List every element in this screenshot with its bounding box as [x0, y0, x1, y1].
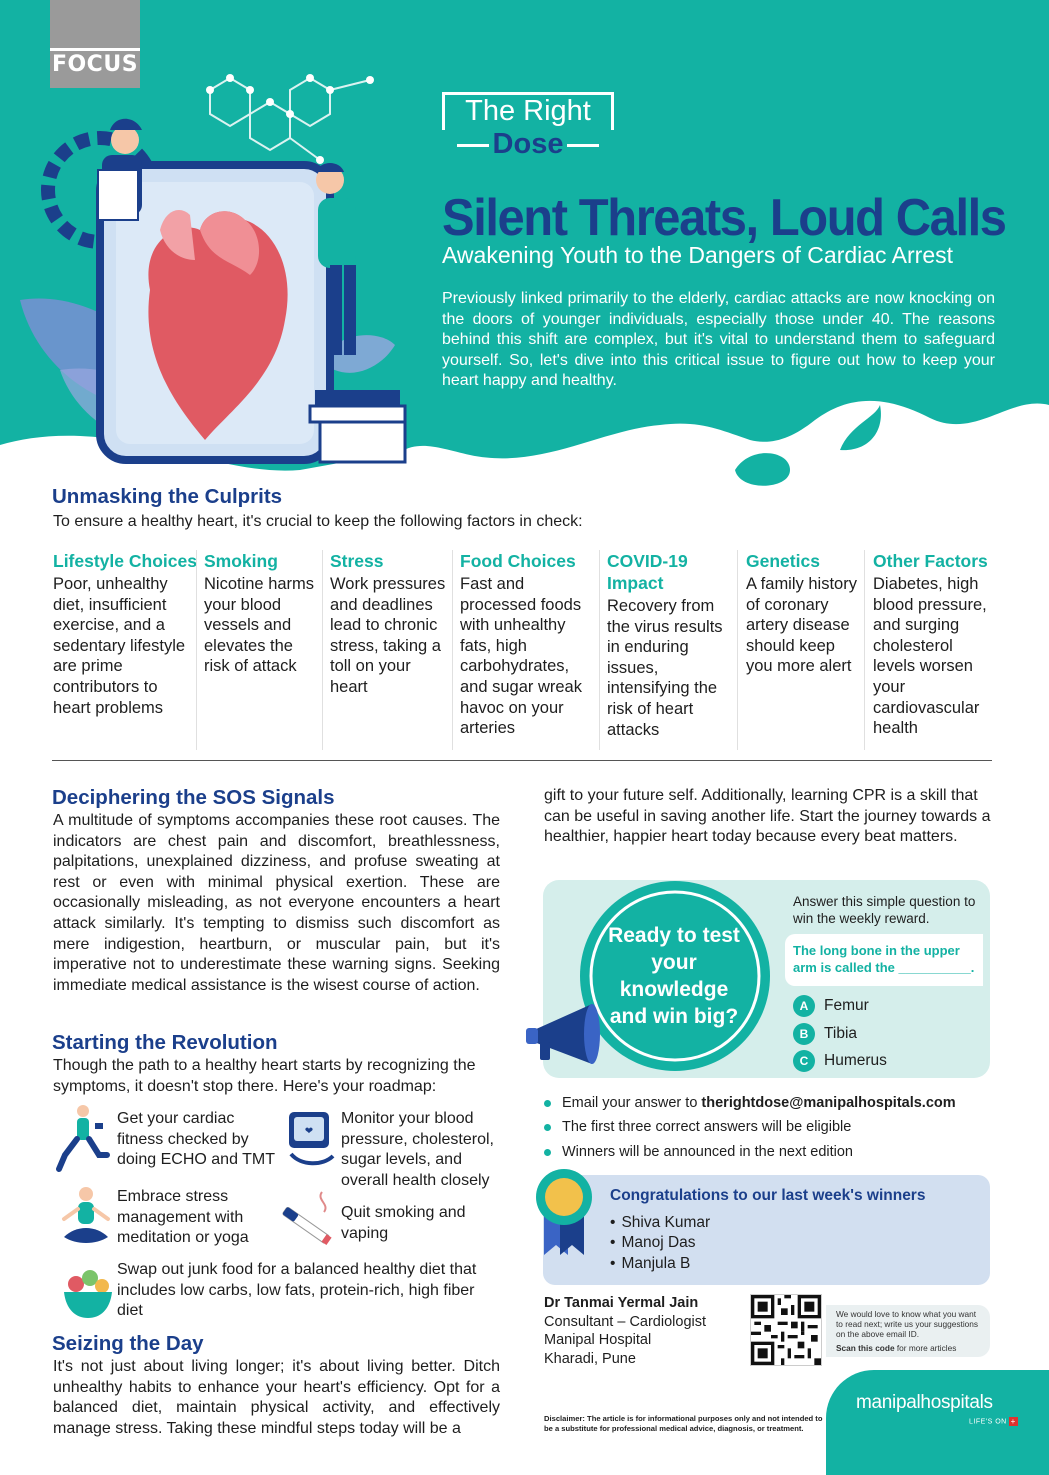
- factor-text: Nicotine harms your blood vessels and el…: [204, 575, 315, 676]
- factor-lifestyle: Lifestyle Choices Poor, unhealthy diet, …: [53, 550, 198, 750]
- culprits-title: Unmasking the Culprits: [52, 485, 283, 508]
- winner-name: Manoj Das: [610, 1234, 695, 1252]
- seize-title: Seizing the Day: [52, 1332, 204, 1355]
- svg-text:❤: ❤: [305, 1126, 313, 1137]
- option-letter: B: [793, 1023, 815, 1045]
- roadmap-item: Monitor your blood pressure, cholesterol…: [341, 1110, 494, 1189]
- revolution-title: Starting the Revolution: [52, 1031, 278, 1054]
- page-subtitle: Awakening Youth to the Dangers of Cardia…: [442, 242, 954, 268]
- factor-food: Food Choices Fast and processed foods wi…: [460, 550, 598, 750]
- author-role: Consultant – Cardiologist: [544, 1313, 707, 1330]
- culprits-lead: To ensure a healthy heart, it's crucial …: [53, 513, 583, 530]
- rule-announcement: Winners will be announced in the next ed…: [544, 1144, 853, 1160]
- author-location: Kharadi, Pune: [544, 1350, 636, 1367]
- factor-covid: COVID-19 Impact Recovery from the virus …: [607, 550, 735, 750]
- winners-title: Congratulations to our last week's winne…: [610, 1187, 926, 1204]
- winner-name: Manjula B: [610, 1255, 690, 1273]
- quiz-cta: Ready to test your knowledge and win big…: [608, 924, 740, 1028]
- factor-smoking: Smoking Nicotine harms your blood vessel…: [204, 550, 322, 750]
- blood-pressure-monitor-icon: ❤: [289, 1112, 335, 1166]
- salad-bowl-icon: [64, 1270, 112, 1318]
- sos-title: Deciphering the SOS Signals: [52, 786, 335, 809]
- factor-title: Food Choices: [460, 551, 576, 571]
- option-label: Femur: [824, 997, 869, 1014]
- factor-text: Diabetes, high blood pressure, and surgi…: [873, 575, 987, 738]
- brand-title: The Right Dose: [442, 92, 614, 164]
- qr-code[interactable]: [750, 1294, 822, 1366]
- qr-note-text: We would love to know what you want to r…: [836, 1309, 979, 1339]
- manipal-logo: manipalhospitals LIFE'S ON+: [826, 1370, 1049, 1475]
- focus-badge-label: FOCUS: [51, 52, 139, 77]
- fitness-lunge-icon: [56, 1105, 110, 1172]
- factor-text: A family history of coronary artery dise…: [746, 575, 857, 676]
- author-hospital: Manipal Hospital: [544, 1332, 652, 1348]
- quiz-option-c[interactable]: C Humerus: [793, 1050, 887, 1072]
- logo-plus-icon: +: [1008, 1417, 1018, 1426]
- page-title: Silent Threats, Loud Calls: [442, 189, 1007, 247]
- quiz-option-a[interactable]: A Femur: [793, 995, 869, 1017]
- factor-title: Other Factors: [873, 551, 988, 571]
- roadmap-item: Quit smoking and vaping: [341, 1204, 466, 1242]
- logo-tagline: LIFE'S ON+: [969, 1417, 1018, 1426]
- brand-line-1: The Right: [465, 95, 591, 127]
- seize-paragraph: It's not just about living longer; it's …: [53, 1358, 500, 1437]
- meditation-icon: [62, 1187, 110, 1243]
- factor-title: COVID-19 Impact: [607, 551, 688, 593]
- roadmap-item: Embrace stress management with meditatio…: [117, 1188, 249, 1247]
- quiz-bubble: [580, 881, 770, 1071]
- heart-illustration: [41, 118, 407, 464]
- focus-badge: FOCUS: [50, 0, 140, 88]
- qr-scan-rest: for more articles: [894, 1343, 957, 1353]
- rule-email-prefix: Email your answer to: [562, 1095, 702, 1111]
- medal-icon: [536, 1169, 592, 1255]
- quiz-question: The long bone in the upper arm is called…: [793, 943, 975, 975]
- brand-line-2: Dose: [442, 128, 614, 161]
- rule-email: Email your answer to therightdose@manipa…: [544, 1095, 956, 1111]
- option-letter: C: [793, 1050, 815, 1072]
- megaphone-icon: [526, 1004, 600, 1064]
- factor-title: Genetics: [746, 551, 820, 571]
- rule-eligibility: The first three correct answers will be …: [544, 1119, 851, 1135]
- author-block: Dr Tanmai Yermal Jain Consultant – Cardi…: [544, 1294, 706, 1368]
- seize-paragraph-continued: gift to your future self. Additionally, …: [544, 787, 991, 846]
- factor-text: Fast and processed foods with unhealthy …: [460, 575, 582, 738]
- rule-text: The first three correct answers will be …: [562, 1119, 852, 1135]
- factor-other: Other Factors Diabetes, high blood press…: [873, 550, 997, 750]
- revolution-lead: Though the path to a healthy heart start…: [53, 1057, 476, 1095]
- option-label: Tibia: [824, 1025, 858, 1042]
- intro-paragraph: Previously linked primarily to the elder…: [442, 290, 995, 390]
- qr-note: We would love to know what you want to r…: [826, 1305, 990, 1357]
- section-divider: [52, 760, 992, 761]
- roadmap-item: Get your cardiac fitness checked by doin…: [117, 1110, 275, 1169]
- factor-title: Lifestyle Choices: [53, 551, 197, 571]
- roadmap-item: Swap out junk food for a balanced health…: [117, 1261, 477, 1320]
- factor-text: Recovery from the virus results in endur…: [607, 597, 723, 739]
- qr-scan-bold: Scan this code: [836, 1343, 895, 1353]
- author-name: Dr Tanmai Yermal Jain: [544, 1295, 699, 1311]
- factor-stress: Stress Work pressures and deadlines lead…: [330, 550, 448, 750]
- qr-code-pattern: [751, 1295, 821, 1365]
- factor-title: Smoking: [204, 551, 278, 571]
- quiz-option-b[interactable]: B Tibia: [793, 1023, 857, 1045]
- factor-genetics: Genetics A family history of coronary ar…: [746, 550, 860, 750]
- sos-paragraph: A multitude of symptoms accompanies thes…: [53, 812, 500, 994]
- factor-text: Work pressures and deadlines lead to chr…: [330, 575, 446, 696]
- factor-title: Stress: [330, 551, 384, 571]
- molecule-graphic: [206, 74, 374, 164]
- winner-name: Shiva Kumar: [610, 1214, 710, 1232]
- option-label: Humerus: [824, 1052, 887, 1069]
- email-link[interactable]: therightdose@manipalhospitals.com: [701, 1095, 956, 1111]
- factor-text: Poor, unhealthy diet, insufficient exerc…: [53, 575, 186, 717]
- disclaimer: Disclaimer: The article is for informati…: [544, 1414, 823, 1433]
- logo-wordmark: manipalhospitals: [856, 1392, 993, 1413]
- question-bubble: [785, 934, 983, 986]
- rule-text: Winners will be announced in the next ed…: [562, 1144, 853, 1160]
- quiz-intro: Answer this simple question to win the w…: [793, 894, 976, 926]
- cigarette-icon: [282, 1191, 332, 1246]
- option-letter: A: [793, 995, 815, 1017]
